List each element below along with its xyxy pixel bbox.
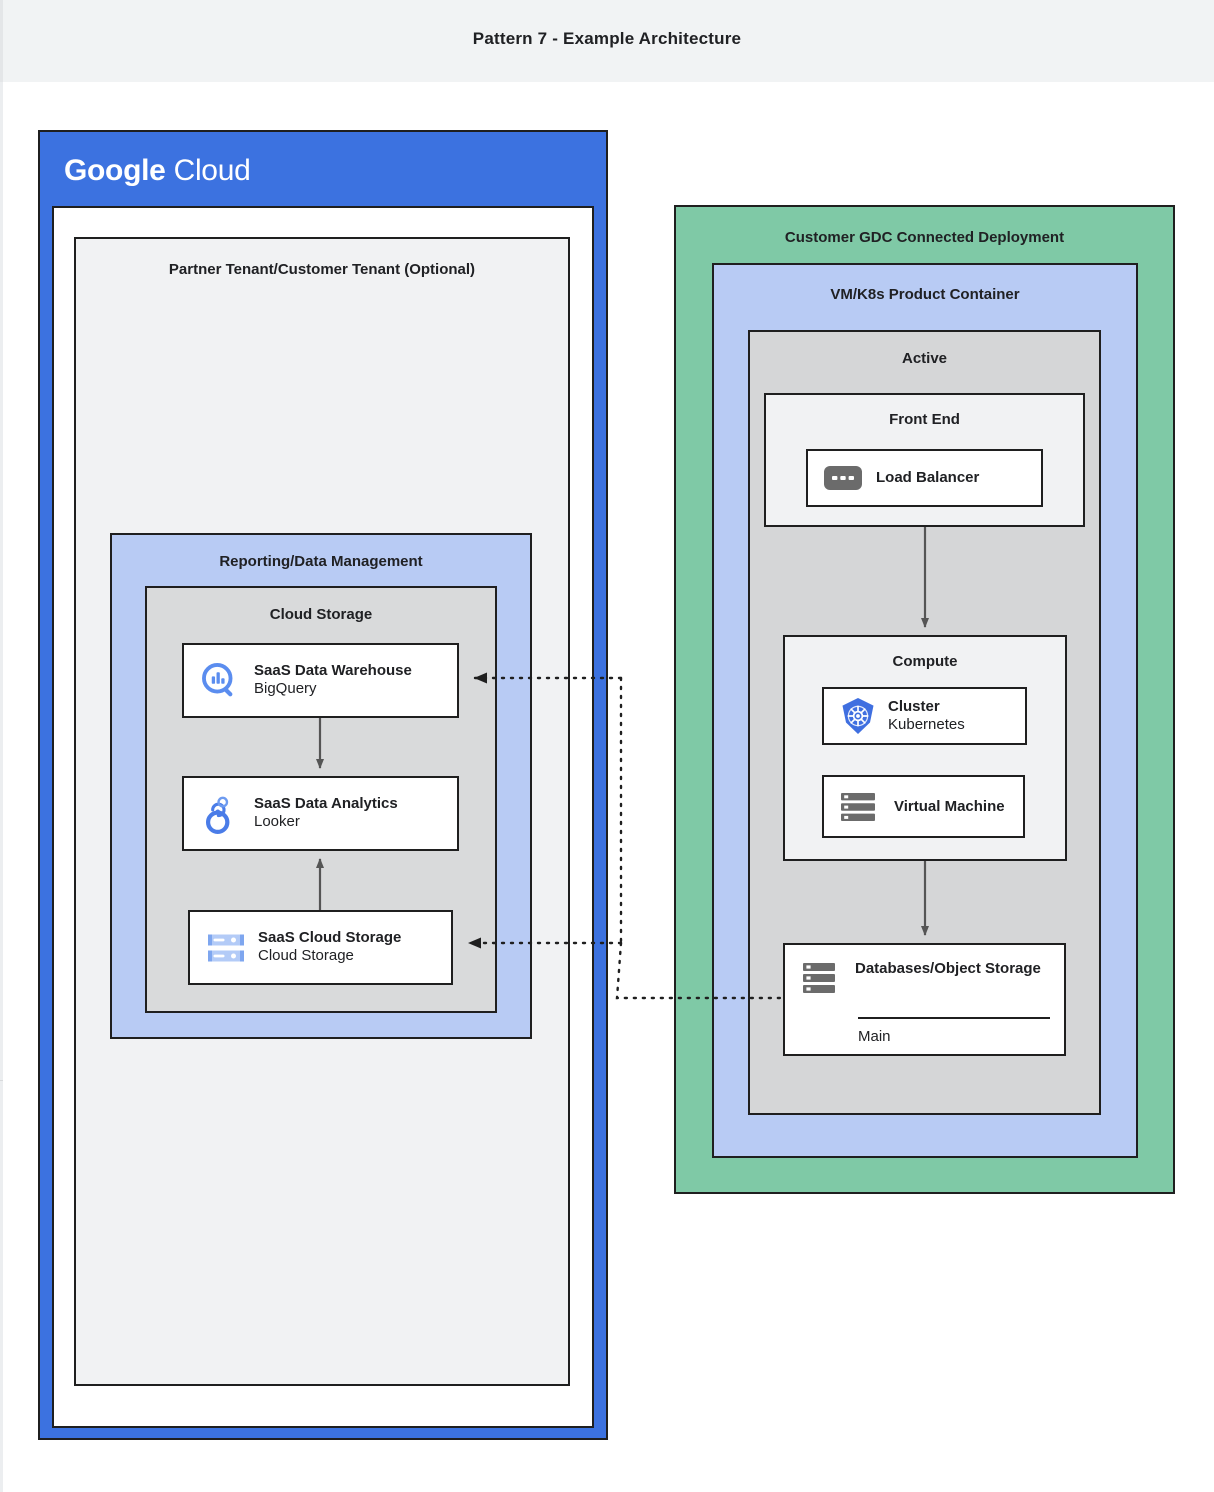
node-saas-data-warehouse[interactable]: SaaS Data Warehouse BigQuery [182, 643, 459, 718]
node-title: SaaS Data Analytics [254, 795, 398, 813]
node-title: Cluster [888, 697, 940, 715]
node-title: Virtual Machine [894, 797, 1005, 815]
page-title: Pattern 7 - Example Architecture [472, 29, 742, 48]
node-saas-data-analytics[interactable]: SaaS Data Analytics Looker [182, 776, 459, 851]
google-cloud-logo-google: Google [64, 154, 166, 187]
node-subtitle: Looker [254, 813, 300, 831]
active-title: Active [901, 350, 948, 367]
cloud-storage-title: Cloud Storage [269, 606, 373, 623]
node-subtitle: BigQuery [254, 680, 317, 698]
looker-icon [196, 790, 244, 838]
virtual-machine-icon [838, 785, 882, 829]
header-bar [0, 0, 1214, 82]
google-cloud-logo: Google Cloud [64, 154, 251, 188]
node-title: Databases/Object Storage [855, 960, 1041, 977]
node-cluster[interactable]: Cluster Kubernetes [822, 687, 1027, 745]
database-icon [801, 959, 843, 1003]
database-subtitle: Main [858, 1028, 891, 1045]
page-left-edge [0, 82, 3, 1492]
node-title: Load Balancer [876, 469, 980, 486]
reporting-title: Reporting/Data Management [219, 553, 423, 570]
google-cloud-logo-cloud: Cloud [173, 154, 251, 187]
node-saas-cloud-storage[interactable]: SaaS Cloud Storage Cloud Storage [188, 910, 453, 985]
gdc-title: Customer GDC Connected Deployment [784, 229, 1065, 246]
node-virtual-machine[interactable]: Virtual Machine [822, 775, 1025, 838]
load-balancer-icon [824, 465, 862, 491]
node-load-balancer[interactable]: Load Balancer [806, 449, 1043, 507]
vm-k8s-title: VM/K8s Product Container [830, 286, 1020, 303]
page-left-tick [0, 1080, 3, 1081]
cloud-storage-icon [204, 926, 248, 970]
node-title: SaaS Data Warehouse [254, 662, 412, 680]
node-title: SaaS Cloud Storage [258, 929, 402, 947]
front-end-title: Front End [889, 411, 960, 428]
partner-tenant-title: Partner Tenant/Customer Tenant (Optional… [168, 261, 476, 278]
node-databases-object-storage[interactable]: Databases/Object Storage Main [783, 943, 1066, 1056]
kubernetes-icon [836, 694, 880, 738]
bigquery-icon [196, 657, 244, 705]
node-subtitle: Cloud Storage [258, 947, 354, 965]
database-divider [858, 1017, 1050, 1019]
node-subtitle: Kubernetes [888, 715, 965, 733]
compute-title: Compute [892, 653, 958, 670]
